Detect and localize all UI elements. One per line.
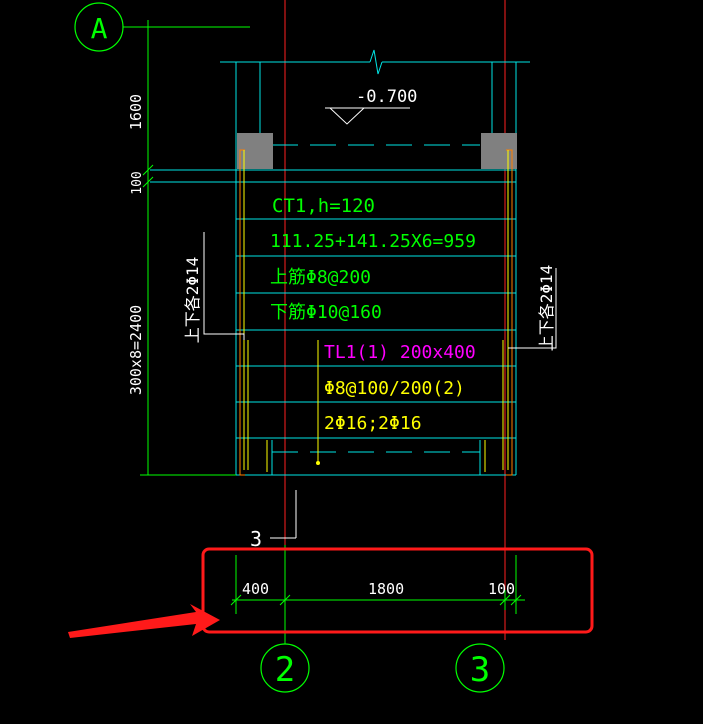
left-dimension-line — [140, 20, 236, 476]
side-leader-left — [203, 232, 245, 340]
column-left — [237, 133, 273, 169]
column-right — [481, 133, 517, 169]
dim-mid: 100 — [130, 171, 145, 194]
stair-top-bar: 上筋Φ8@200 — [270, 267, 371, 288]
beam-leader-dot — [316, 461, 320, 465]
beam-bars: 2Φ16;2Φ16 — [324, 413, 422, 434]
rebar-lines — [239, 149, 513, 476]
side-leader-right — [508, 268, 557, 349]
level-text: -0.700 — [356, 87, 417, 107]
grid-label-2: 2 — [275, 650, 295, 690]
beam-stirrup: Φ8@100/200(2) — [324, 378, 465, 399]
grid-label-3: 3 — [470, 650, 490, 690]
grid-bubble-a: A — [74, 2, 124, 52]
level-mark: -0.700 — [325, 87, 417, 125]
highlight-arrow — [68, 604, 220, 638]
dim-bottom-middle: 1800 — [368, 580, 404, 598]
dim-bottom-right: 100 — [488, 580, 515, 598]
stair-name: CT1,h=120 — [272, 195, 375, 217]
stair-calc: 111.25+141.25X6=959 — [270, 231, 476, 252]
grid-label-a: A — [91, 12, 108, 45]
dim-bottom-left: 400 — [242, 580, 269, 598]
highlight-box — [201, 547, 594, 634]
grid-bubble-3: 3 — [455, 643, 505, 693]
stair-outline — [150, 49, 530, 476]
dim-top: 1600 — [127, 94, 145, 130]
section-mark: 3 — [250, 527, 262, 551]
side-label-right: 上下各2Φ14 — [537, 265, 556, 352]
beam-name: TL1(1) 200x400 — [324, 342, 476, 363]
dim-bottom: 300x8=2400 — [127, 305, 145, 395]
stair-bottom-bar: 下筋Φ10@160 — [270, 302, 382, 323]
side-label-left: 上下各2Φ14 — [183, 257, 202, 344]
grid-bubble-2: 2 — [260, 643, 310, 693]
bottom-dimension-line — [230, 555, 525, 614]
